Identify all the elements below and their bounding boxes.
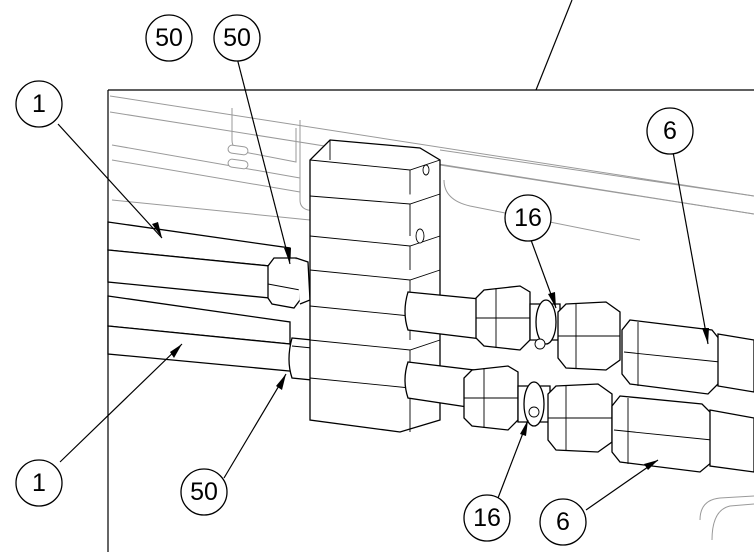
union-16-lower: [463, 365, 613, 453]
callout-balloon-16-bottom: 16: [463, 494, 511, 542]
callout-balloon-50-bottom: 50: [180, 468, 228, 516]
callout-balloon-50-b: 50: [213, 14, 261, 62]
callout-balloon-1-bottom: 1: [15, 459, 63, 507]
union-16-upper: [475, 285, 621, 371]
set-screw-lower: [528, 406, 540, 418]
callout-label: 1: [32, 90, 46, 118]
callout-label: 6: [663, 117, 677, 145]
fitting-50-lower: [288, 337, 313, 381]
callout-balloon-50-a: 50: [145, 14, 193, 62]
slot-hole-upper: [227, 144, 249, 156]
callout-balloon-6-bottom: 6: [539, 498, 587, 546]
callout-label: 16: [473, 504, 501, 532]
callout-label: 6: [556, 508, 570, 536]
set-screw-upper: [534, 338, 546, 350]
hose-end-6-lower: [611, 395, 754, 473]
tube-right-lower: [404, 361, 475, 409]
lock-ring-lower: [523, 381, 545, 427]
callout-label: 16: [514, 204, 542, 232]
callout-balloon-1-top: 1: [15, 80, 63, 128]
tube-1-upper: [107, 221, 291, 301]
callout-label: 1: [32, 469, 46, 497]
callout-label: 50: [155, 24, 183, 52]
fitting-50-upper: [267, 257, 311, 309]
view-pointer-line: [535, 0, 573, 91]
tube-1-lower: [107, 295, 301, 373]
callout-balloon-6-top: 6: [646, 107, 694, 155]
callout-label: 50: [223, 24, 251, 52]
block-bolt-hole: [415, 228, 425, 244]
slot-hole-lower: [227, 158, 249, 170]
callout-label: 50: [190, 478, 218, 506]
leader-lines: [57, 57, 709, 511]
callout-balloon-16-top: 16: [504, 194, 552, 242]
hose-end-6-upper: [621, 319, 754, 395]
lock-ring-upper: [535, 299, 557, 345]
